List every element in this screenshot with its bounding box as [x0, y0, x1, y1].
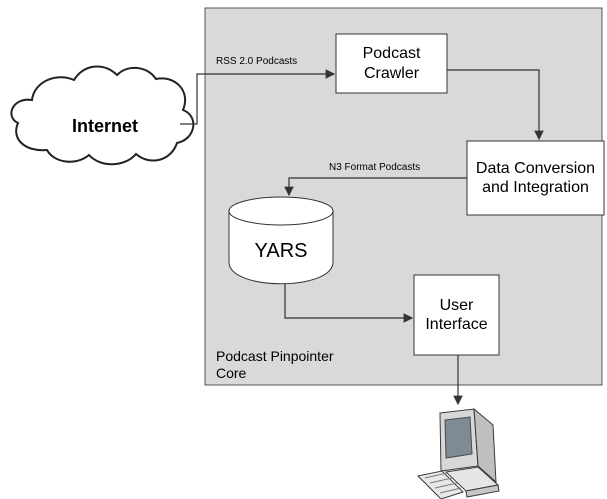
rss-arrow	[180, 69, 336, 125]
user-interface-label: User Interface	[425, 296, 488, 333]
computer-icon	[416, 407, 500, 499]
data-conversion-box	[466, 140, 605, 216]
yars-to-ui-arrow	[284, 283, 414, 323]
n3-format-podcasts-label: N3 Format Podcasts	[329, 161, 421, 173]
core-label: Podcast Pinpointer Core	[216, 348, 334, 381]
podcast-crawler-label: Podcast Crawler	[362, 45, 421, 82]
internet-label: Internet	[71, 116, 138, 137]
podcast-crawler-box	[335, 33, 448, 94]
n3-arrow	[284, 177, 467, 197]
rss-podcasts-label: RSS 2.0 Podcasts	[216, 55, 298, 67]
yars-cylinder	[228, 196, 334, 285]
internet-cloud	[10, 65, 195, 166]
yars-label: YARS	[254, 240, 308, 262]
crawler-to-conversion-arrow	[447, 69, 544, 141]
data-conversion-label: Data Conversion and Integration	[475, 159, 596, 196]
user-interface-box	[413, 274, 500, 356]
